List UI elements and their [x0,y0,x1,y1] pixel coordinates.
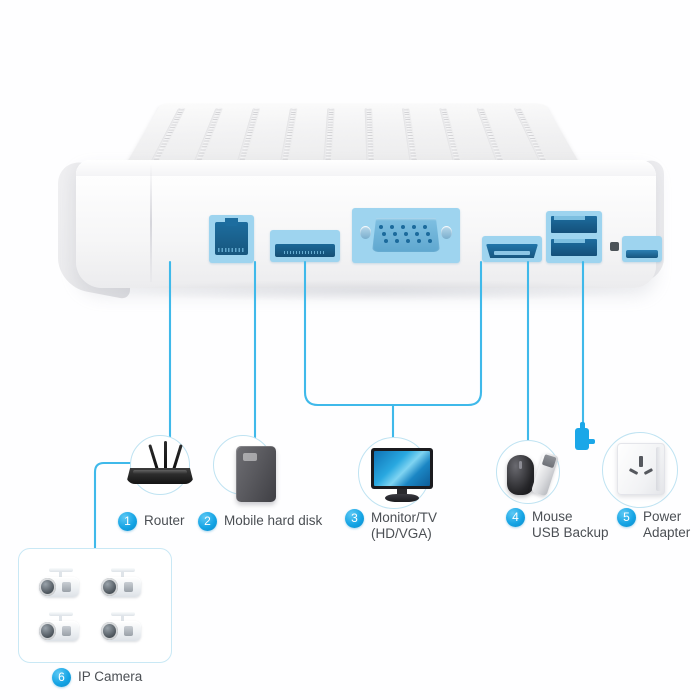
vga-port[interactable] [352,208,460,263]
power-socket-icon [603,433,677,507]
badge-6: 6 [52,668,71,687]
usb-port-pair[interactable] [546,211,602,263]
legend-item-power-adapter[interactable]: 5 Power Adapter [617,508,690,541]
badge-3: 3 [345,509,364,528]
power-adapter-circle[interactable] [602,432,678,508]
badge-2: 2 [198,512,217,531]
nvr-device [58,8,664,308]
rj45-port[interactable] [209,215,254,263]
device-front-bevel [150,164,152,282]
router-circle[interactable] [126,435,194,495]
label-monitor: Monitor/TV (HD/VGA) [371,510,438,541]
badge-4: 4 [506,508,525,527]
power-jack[interactable] [622,236,662,262]
monitor-circle[interactable] [358,437,433,509]
usb-flash-drive-icon [497,441,560,503]
router-icon [126,436,194,494]
device-shadow [118,280,638,302]
label-power-adapter: Power Adapter [643,509,691,540]
legend-item-ip-camera[interactable]: 6 IP Camera [52,668,142,687]
badge-5: 5 [617,508,636,527]
power-plug-connector [575,422,595,450]
hard-disk-circle[interactable] [213,435,276,502]
legend-item-router[interactable]: 1 Router [118,512,185,531]
label-mouse-usb: Mouse USB Backup [532,509,609,540]
label-hard-disk: Mobile hard disk [224,513,323,528]
ip-camera-icon [19,549,171,662]
label-router: Router [144,513,185,528]
badge-1: 1 [118,512,137,531]
reset-button[interactable] [610,242,619,251]
monitor-icon [359,438,433,508]
legend-item-monitor[interactable]: 3 Monitor/TV (HD/VGA) [345,509,437,542]
hard-disk-icon [214,436,276,502]
mouse-usb-circle[interactable] [496,440,560,504]
ip-camera-group[interactable] [18,548,172,663]
legend-item-mouse-usb[interactable]: 4 Mouse USB Backup [506,508,609,541]
esata-port[interactable] [270,230,340,262]
legend-item-hard-disk[interactable]: 2 Mobile hard disk [198,512,322,531]
mouse-icon [497,441,559,503]
hdmi-port[interactable] [482,236,542,262]
label-ip-camera: IP Camera [78,669,143,684]
